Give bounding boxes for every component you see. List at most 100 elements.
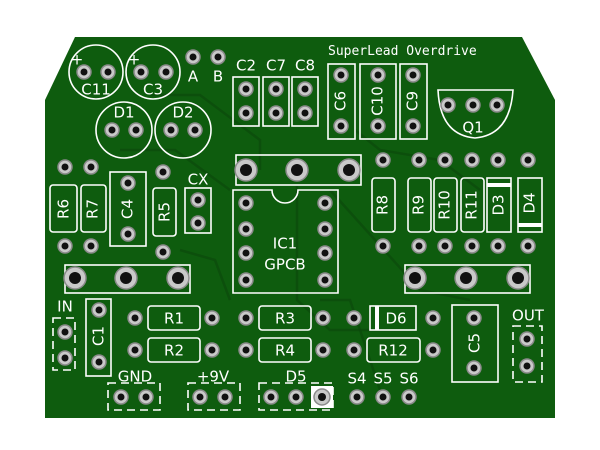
solder-pad [405, 118, 421, 134]
solder-pad [401, 389, 417, 405]
solder-pad [190, 215, 206, 231]
label-c5: C5 [466, 333, 484, 353]
label-a: A [188, 68, 199, 86]
solder-pad [349, 389, 365, 405]
solder-pad [464, 152, 480, 168]
solder-pad [127, 342, 143, 358]
label-q1: Q1 [462, 119, 483, 137]
solder-pad [238, 81, 254, 97]
solder-pad [437, 152, 453, 168]
solder-pad [263, 389, 279, 405]
solder-pad [238, 195, 254, 211]
solder-pad [411, 152, 427, 168]
label-c3: C3 [143, 81, 163, 99]
label-c4: C4 [119, 199, 137, 219]
solder-pad [91, 302, 107, 318]
solder-pad [238, 105, 254, 121]
solder-pad [370, 118, 386, 134]
solder-pad [127, 310, 143, 326]
label-in: IN [57, 298, 73, 316]
solder-pad [57, 350, 73, 366]
solder-pad [375, 389, 391, 405]
label-r12: R12 [378, 342, 408, 360]
solder-pad [440, 97, 456, 113]
label-c9: C9 [404, 91, 422, 111]
label-s5: S5 [373, 370, 392, 388]
label-plus-c3: + [128, 51, 141, 69]
solder-pad [317, 221, 333, 237]
label-c10: C10 [369, 86, 387, 116]
label-r2: R2 [164, 342, 184, 360]
solder-pad [403, 266, 427, 290]
silkscreen-labels: + + C11 C3 A B C2 C7 C8 C6 C10 C9 Q1 D1 … [55, 51, 545, 388]
solder-pad [238, 272, 254, 288]
label-ic1: IC1 [273, 235, 297, 253]
label-b: B [213, 68, 223, 86]
pad-layer [57, 49, 536, 408]
label-d2: D2 [172, 104, 193, 122]
solder-pad [520, 238, 536, 254]
label-r7: R7 [84, 199, 102, 219]
solder-pad [91, 354, 107, 370]
solder-pad [155, 164, 171, 180]
solder-pad [466, 360, 482, 376]
label-c7: C7 [266, 57, 286, 75]
solder-pad [490, 238, 506, 254]
solder-pad [333, 67, 349, 83]
solder-pad [217, 389, 233, 405]
solder-pad [337, 158, 361, 182]
label-d3: D3 [490, 194, 508, 215]
label-gnd: GND [118, 368, 152, 386]
solder-pad [375, 152, 391, 168]
label-d6: D6 [385, 310, 406, 328]
solder-pad [268, 81, 284, 97]
solder-pad [138, 389, 154, 405]
solder-pad [163, 122, 179, 138]
solder-pad [155, 244, 171, 260]
solder-pad [120, 175, 136, 191]
solder-pad [100, 64, 116, 80]
solder-pad [238, 310, 254, 326]
solder-pad [370, 67, 386, 83]
label-r3: R3 [275, 310, 295, 328]
solder-pad [234, 158, 258, 182]
solder-pad [519, 358, 535, 374]
label-cx: CX [188, 171, 209, 189]
solder-pad [192, 389, 208, 405]
solder-pad [464, 238, 480, 254]
solder-pad [57, 324, 73, 340]
solder-pad [465, 97, 481, 113]
solder-pad [411, 238, 427, 254]
solder-pad [405, 67, 421, 83]
solder-pad [187, 122, 203, 138]
label-r9: R9 [410, 195, 428, 215]
label-r5: R5 [156, 202, 174, 222]
solder-pad [520, 152, 536, 168]
solder-pad [333, 118, 349, 134]
solder-pad [466, 310, 482, 326]
solder-pad [133, 64, 149, 80]
solder-pad [297, 105, 313, 121]
solder-pad [166, 266, 190, 290]
solder-pad [506, 266, 530, 290]
label-r11: R11 [463, 190, 481, 220]
solder-pad [317, 245, 333, 261]
solder-pad [210, 49, 226, 65]
solder-pad [288, 389, 304, 405]
solder-pad [238, 342, 254, 358]
label-d1: D1 [113, 104, 134, 122]
solder-pad [63, 266, 87, 290]
solder-pad [57, 159, 73, 175]
board-title: SuperLead Overdrive [328, 44, 477, 59]
solder-pad [120, 226, 136, 242]
label-d5: D5 [285, 368, 306, 386]
solder-pad [489, 97, 505, 113]
solder-pad [425, 342, 441, 358]
solder-pad [268, 105, 284, 121]
label-out: OUT [512, 307, 545, 325]
solder-pad [204, 310, 220, 326]
label-9v: +9V [197, 368, 230, 386]
label-c2: C2 [236, 57, 256, 75]
solder-pad [238, 221, 254, 237]
